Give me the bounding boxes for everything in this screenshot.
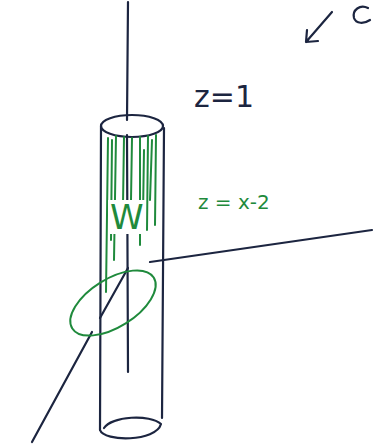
plane-label: z=1: [192, 82, 256, 112]
pointer-arrow: [306, 12, 332, 42]
z-axis: [127, 2, 128, 372]
y-axis: [150, 230, 372, 262]
plane-ellipse: [60, 257, 167, 349]
cylinder-bottom: [100, 418, 161, 439]
x-axis: [32, 268, 128, 442]
partial-letter: [354, 7, 370, 23]
cylinder-side: [162, 128, 164, 418]
plane-equation: z = x-2: [196, 192, 272, 212]
cylinder-side: [100, 126, 101, 430]
region-hatching: [106, 135, 156, 292]
region-label: W: [108, 200, 146, 234]
cylinder-top: [101, 115, 163, 137]
